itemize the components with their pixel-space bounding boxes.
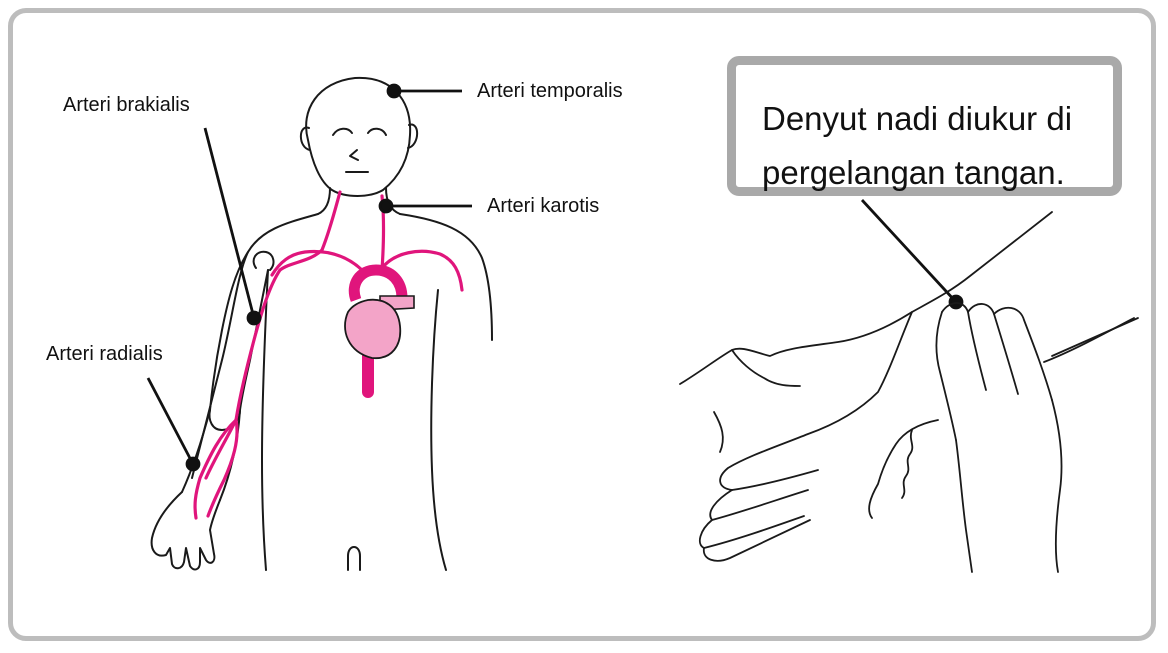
examiner-thumb (869, 420, 938, 518)
examiner-finger-1b (942, 303, 986, 390)
examiner-hand-right (1052, 400, 1062, 572)
nose (350, 150, 358, 160)
radial-dot (187, 458, 199, 470)
examiner-thumb-ridges (902, 430, 912, 498)
patient-palm-lower (714, 412, 723, 452)
temporal-dot (388, 85, 400, 97)
patient-hand-outline (680, 312, 912, 384)
examiner-hand-lower (956, 440, 972, 572)
human-body-figure (152, 78, 492, 570)
label-brachial-artery: Arteri brakialis (63, 93, 190, 117)
heart (345, 270, 414, 358)
brachial-dot (248, 312, 260, 324)
shoulder-right (400, 214, 492, 340)
torso-right (431, 290, 446, 570)
heart-body (345, 300, 400, 358)
patient-fingers-top (720, 312, 912, 490)
examiner-finger-1 (936, 312, 956, 440)
carotid-dot (380, 200, 392, 212)
patient-finger-1 (732, 470, 818, 490)
shoulder-joint (254, 252, 274, 270)
callout-box: Denyut nadi diukur di pergelangan tangan… (727, 56, 1122, 196)
label-temporal-artery: Arteri temporalis (477, 79, 623, 103)
callout-line-2: pergelangan tangan. (762, 146, 1113, 200)
callout-leader-line (862, 200, 956, 302)
neck-left (318, 188, 330, 214)
torso-left (262, 270, 268, 570)
examiner-finger-3 (994, 308, 1052, 400)
examiner-forearm-top (1052, 318, 1138, 356)
patient-finger-3 (704, 516, 804, 548)
label-carotid-artery: Arteri karotis (487, 194, 599, 218)
eyebrow-left (333, 129, 352, 135)
crotch (348, 547, 360, 570)
hands-illustration (680, 212, 1138, 572)
patient-forearm-top (912, 212, 1052, 312)
hand-outline (152, 492, 220, 569)
patient-fingertips (700, 490, 810, 561)
eyebrow-right (368, 129, 386, 135)
radial-leader-line (148, 378, 193, 464)
wrist-pulse-dot (950, 296, 962, 308)
brachial-leader-line (205, 128, 254, 318)
label-radial-artery: Arteri radialis (46, 342, 163, 366)
callout-line-1: Denyut nadi diukur di (762, 92, 1113, 146)
brachial-artery (206, 420, 236, 478)
